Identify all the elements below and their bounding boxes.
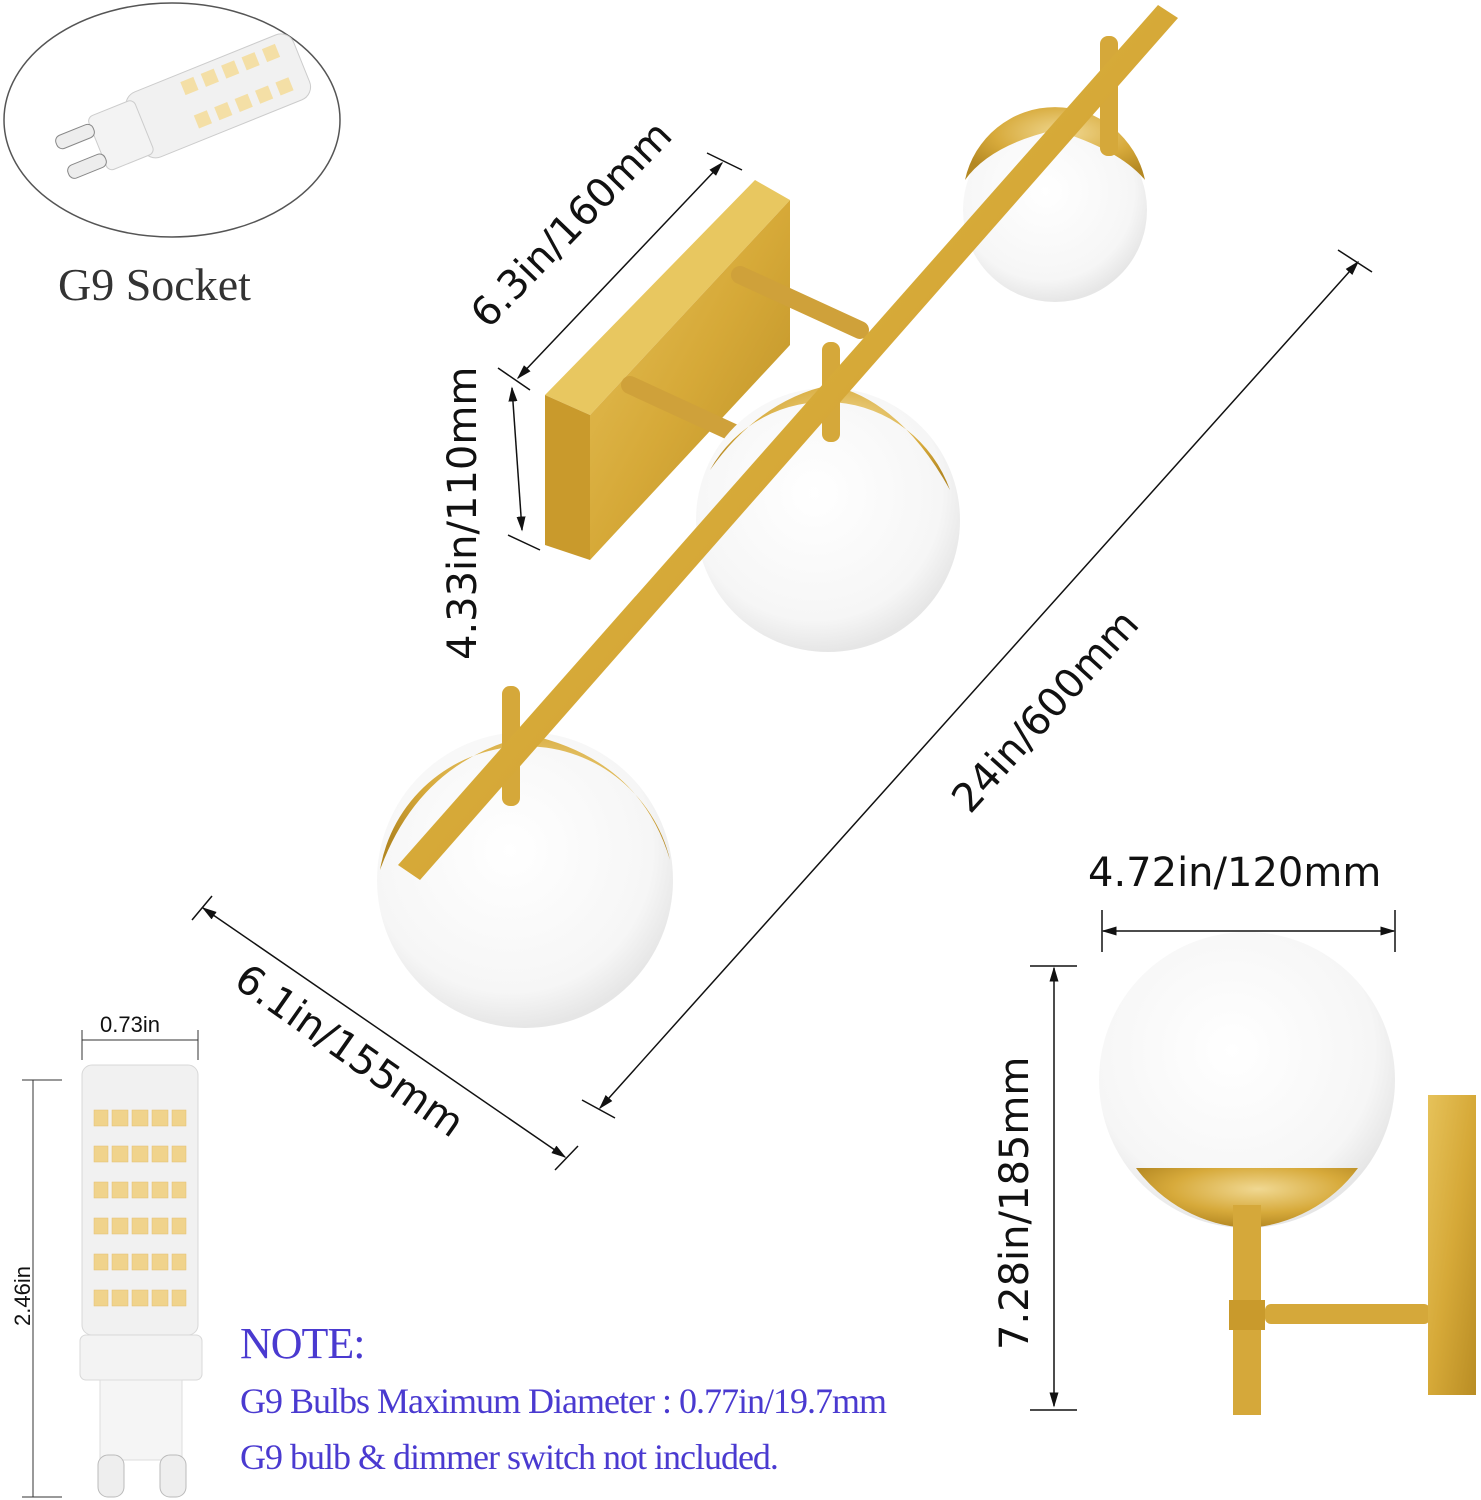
dim-label-total-length: 24in/600mm [943,601,1148,821]
led-grid [93,1109,187,1307]
dim-label-backplate-height: 4.33in/110mm [440,367,486,660]
dim-label-bulb-height: 2.46in [10,1266,35,1326]
dim-backplate-height: 4.33in/110mm [440,367,541,660]
dim-label-globe-width: 4.72in/120mm [1088,850,1381,896]
fixture-bar [398,5,1178,880]
dim-globe-width: 4.72in/120mm [1088,850,1396,952]
note-line-not-included: G9 bulb & dimmer switch not included. [240,1437,779,1477]
g9-bulb-icon [55,33,312,179]
dim-bulb-height: 2.46in [10,1079,62,1498]
dim-bulb-diameter: 0.73in [81,1012,199,1060]
dim-label-bulb-diameter: 0.73in [100,1012,160,1037]
g9-bulb-detail [79,1064,203,1498]
note-line-diameter: G9 Bulbs Maximum Diameter : 0.77in/19.7m… [240,1381,887,1421]
note-title: NOTE: [240,1319,366,1368]
g9-socket-inset [3,2,341,238]
dim-label-fixture-height: 7.28in/185mm [992,1057,1038,1350]
dim-fixture-height: 7.28in/185mm [992,965,1077,1411]
inset-label: G9 Socket [58,259,251,310]
side-view-fixture [1099,932,1476,1415]
